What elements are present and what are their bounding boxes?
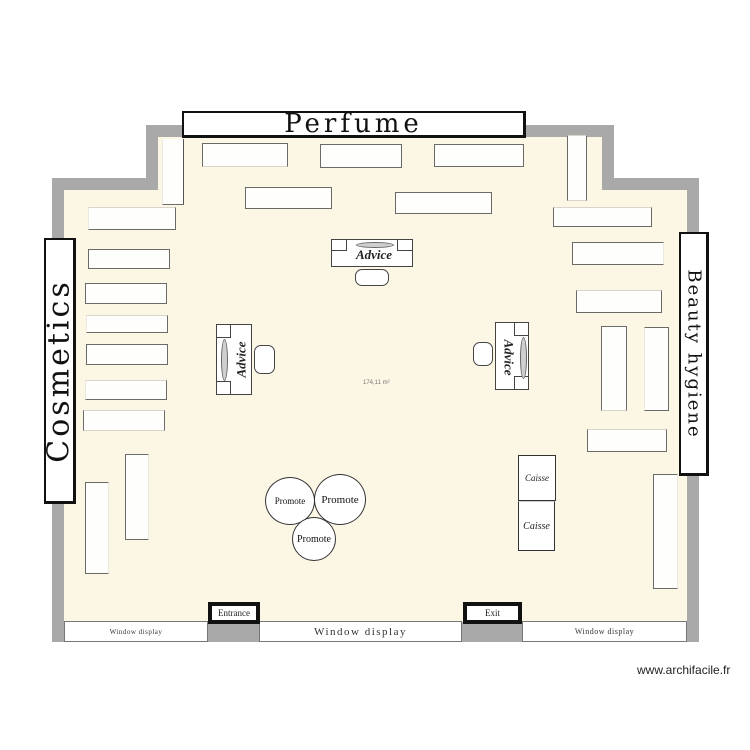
shelf-top-left-vertical[interactable]	[162, 139, 184, 205]
archifacile-credit[interactable]: www.archifacile.fr	[637, 663, 731, 677]
shelf-cosmetics-vertical-2[interactable]	[85, 482, 109, 574]
shelf-top-5[interactable]	[395, 192, 492, 214]
shelf-cosmetics-1[interactable]	[88, 207, 176, 230]
shelf-cosmetics-3[interactable]	[85, 283, 167, 304]
exit-door[interactable]: Exit	[463, 602, 522, 624]
shelf-top-2[interactable]	[320, 144, 402, 168]
promo-table-2-label: Promote	[321, 493, 359, 506]
advice-desk-right[interactable]: Advice	[495, 322, 529, 390]
beauty-hygiene-sign-label: Beauty hygiene	[683, 268, 705, 439]
shelf-cosmetics-vertical-1[interactable]	[125, 454, 149, 540]
window-display-left-label: Window display	[109, 627, 163, 636]
shelf-hygiene-vertical-3[interactable]	[653, 474, 678, 589]
desk-corner	[216, 381, 231, 395]
wall-top-right-step	[602, 125, 614, 187]
checkout-1-label: Caisse	[524, 473, 549, 483]
chair-left[interactable]	[254, 345, 275, 374]
shelf-hygiene-vertical-1[interactable]	[601, 326, 627, 411]
shelf-cosmetics-4[interactable]	[86, 315, 168, 333]
checkout-2-label: Caisse	[523, 520, 550, 532]
desk-corner	[514, 322, 529, 336]
shelf-hygiene-2[interactable]	[572, 242, 664, 265]
shelf-cosmetics-5[interactable]	[86, 344, 168, 365]
window-display-right: Window display	[522, 621, 687, 642]
advice-desk-left[interactable]: Advice	[216, 324, 252, 395]
chair-right[interactable]	[473, 342, 493, 366]
perfume-sign: Perfume	[182, 111, 526, 138]
cosmetics-sign-label: Cosmetics	[41, 278, 77, 463]
desk-oval-icon	[356, 242, 394, 248]
desk-oval-icon	[520, 337, 527, 379]
chair-top[interactable]	[355, 269, 389, 286]
desk-corner	[331, 239, 347, 251]
desk-oval-icon	[221, 339, 228, 381]
promo-table-2[interactable]: Promote	[314, 474, 366, 525]
shelf-top-right-vertical[interactable]	[567, 135, 587, 201]
window-display-left: Window display	[64, 621, 208, 642]
wall-left-upper	[52, 178, 158, 190]
wall-top-left-step	[146, 125, 158, 187]
shelf-top-1[interactable]	[202, 143, 288, 167]
desk-corner	[216, 324, 231, 338]
wall-right-upper	[602, 178, 699, 190]
floor-area-label: 174,11 m²	[363, 380, 390, 386]
window-display-center: Window display	[259, 621, 462, 642]
shelf-cosmetics-7[interactable]	[83, 410, 165, 431]
window-display-right-label: Window display	[574, 627, 635, 636]
checkout-1[interactable]: Caisse	[518, 455, 556, 501]
entrance-door[interactable]: Entrance	[208, 602, 260, 624]
shelf-cosmetics-2[interactable]	[88, 249, 170, 269]
shelf-top-4[interactable]	[245, 187, 332, 209]
perfume-sign-label: Perfume	[284, 109, 423, 139]
promo-table-3[interactable]: Promote	[292, 517, 336, 561]
desk-corner	[397, 239, 413, 251]
advice-desk-top[interactable]: Advice	[331, 239, 413, 267]
checkout-2[interactable]: Caisse	[518, 501, 555, 551]
cosmetics-sign: Cosmetics	[41, 238, 77, 504]
shelf-hygiene-1[interactable]	[553, 207, 652, 227]
shelf-hygiene-4[interactable]	[587, 429, 667, 452]
shelf-top-3[interactable]	[434, 144, 524, 167]
shelf-hygiene-3[interactable]	[576, 290, 662, 313]
promo-table-3-label: Promote	[297, 533, 331, 545]
beauty-hygiene-sign: Beauty hygiene	[679, 232, 709, 476]
advice-desk-top-label: Advice	[355, 247, 393, 262]
shelf-cosmetics-6[interactable]	[85, 380, 167, 400]
shelf-hygiene-vertical-2[interactable]	[644, 327, 669, 411]
advice-desk-right-label: Advice	[501, 339, 517, 376]
promo-table-1-label: Promote	[274, 496, 306, 506]
exit-door-label: Exit	[485, 608, 500, 618]
window-display-center-label: Window display	[314, 625, 407, 638]
advice-desk-left-label: Advice	[233, 341, 249, 378]
entrance-door-label: Entrance	[218, 608, 250, 618]
